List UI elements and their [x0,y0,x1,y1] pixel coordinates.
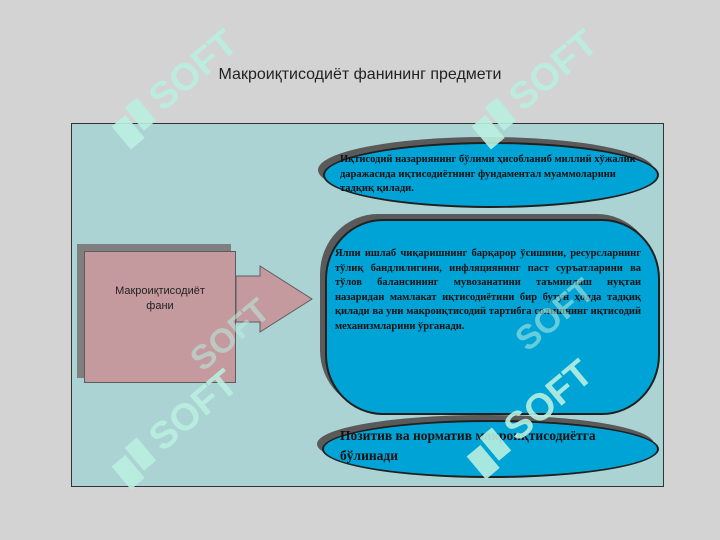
oval-2 [325,219,660,415]
oval-3-text: Позитив ва норматив макроиқтисодиётга бў… [340,428,596,463]
slide-title: Макроиқтисодиёт фанининг предмети [218,66,502,83]
subject-box-label: Макроиқтисодиёт фани [84,284,236,314]
oval-1-text: Иқтисодий назариянинг бўлими ҳисобланиб … [340,154,636,194]
oval-2-text: Ялпи ишлаб чиқаришнинг барқарор ўсишини,… [335,248,641,332]
subject-box-label-line: Макроиқтисодиёт [115,285,205,297]
subject-box-label-line: фани [146,300,174,312]
